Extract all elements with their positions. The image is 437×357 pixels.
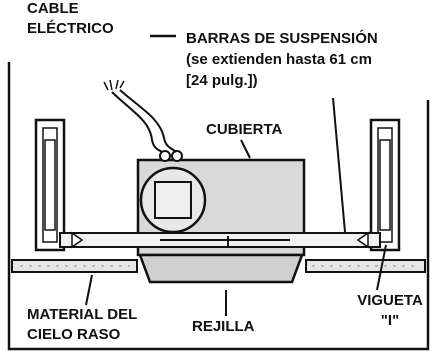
bars-label-background [176, 20, 437, 100]
grille [138, 253, 304, 284]
right-i-joist [369, 118, 401, 252]
joist-leader [376, 244, 387, 291]
cover-leader [240, 139, 251, 159]
bars-label-line3: [24 pulg.]) [186, 72, 258, 89]
joist-label-line2: "I" [380, 312, 400, 329]
bars-label-line2: (se extienden hasta 61 cm [186, 51, 372, 68]
suspension-bars [59, 231, 381, 249]
grille-label: REJILLA [192, 318, 255, 335]
cable-label-background [0, 0, 150, 62]
cable-label-line1: CABLE [27, 0, 79, 17]
bars-label-line1: BARRAS DE SUSPENSIÓN [186, 30, 378, 47]
ceiling-label-line2: CIELO RASO [27, 326, 121, 343]
ceiling-leader [85, 274, 93, 306]
cable-label-line2: ELÉCTRICO [27, 20, 114, 37]
ceiling-material [11, 259, 426, 273]
cable-connector [159, 150, 171, 162]
left-i-joist [34, 118, 66, 252]
joist-label-line1: VIGUETA [357, 292, 423, 309]
bars-leader [332, 97, 346, 233]
motor-square [154, 181, 192, 219]
electrical-cable [111, 91, 163, 153]
ceiling-label-line1: MATERIAL DEL [27, 306, 138, 323]
cover-label: CUBIERTA [206, 121, 283, 138]
